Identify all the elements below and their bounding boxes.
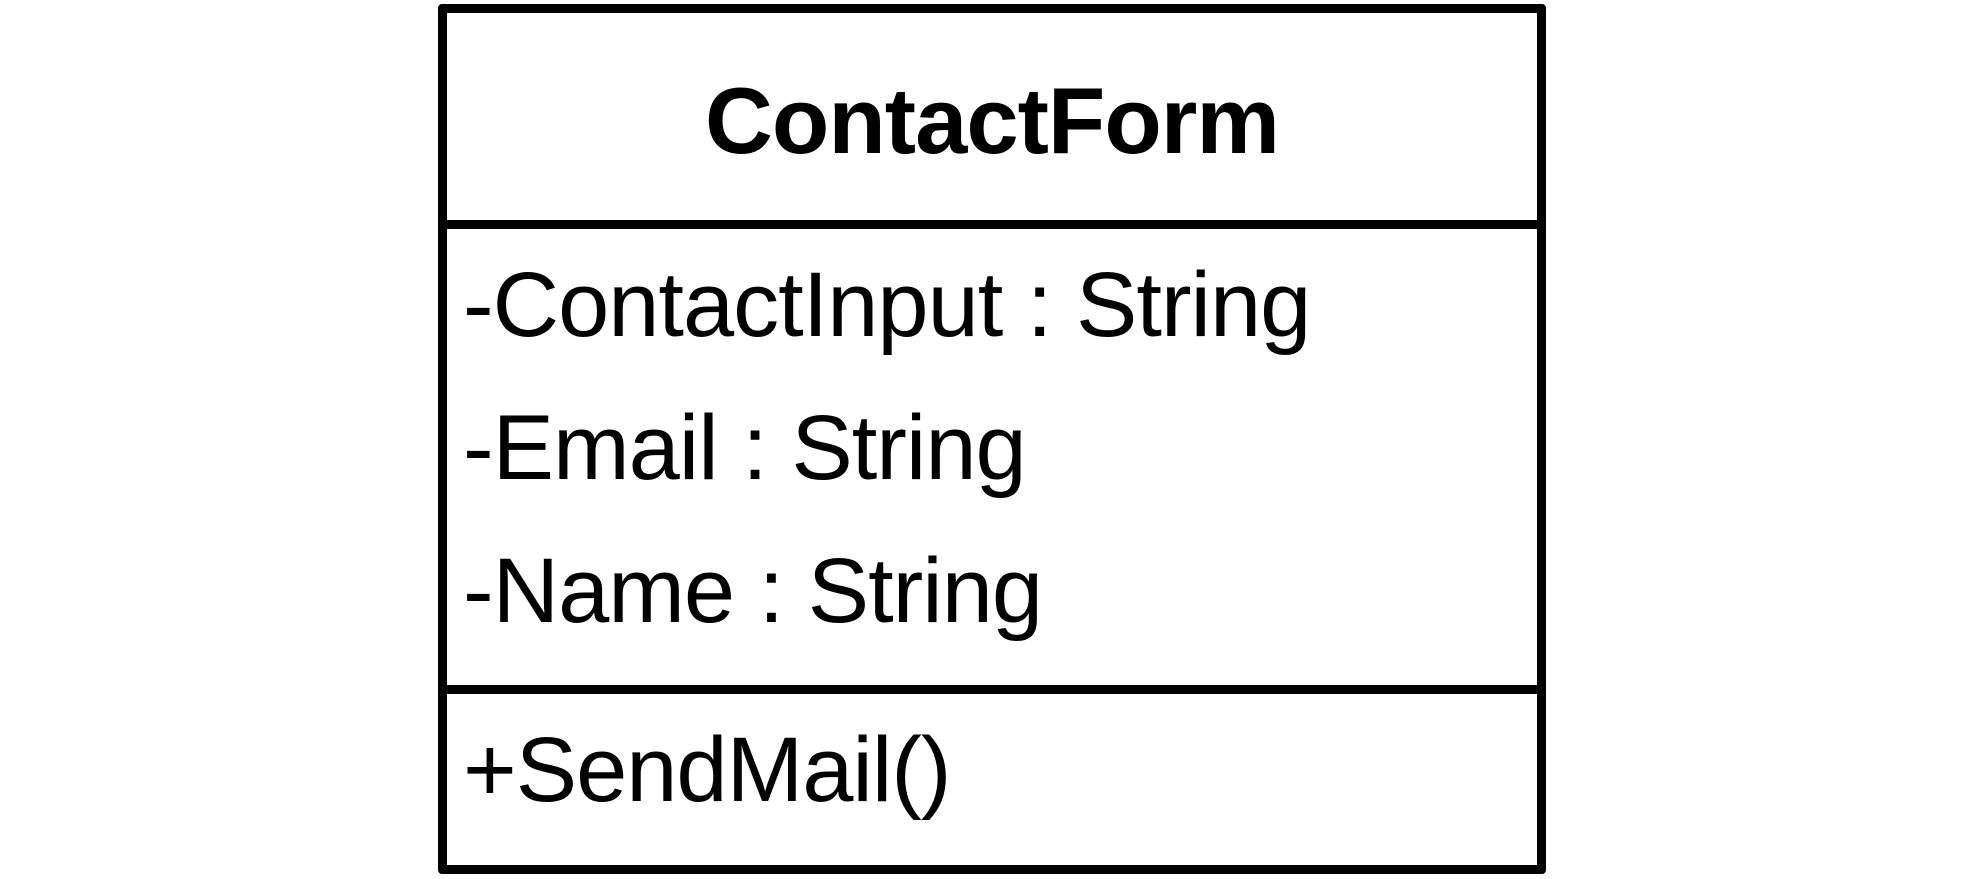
method-send-mail: +SendMail() (463, 719, 952, 821)
attribute-name: -Name : String (463, 540, 1043, 642)
attribute-contact-input: -ContactInput : String (463, 254, 1311, 356)
attributes-compartment: -ContactInput : String -Email : String -… (447, 229, 1537, 694)
uml-class-box: ContactForm -ContactInput : String -Emai… (438, 4, 1546, 874)
class-name: ContactForm (705, 67, 1280, 173)
attribute-email: -Email : String (463, 397, 1027, 499)
methods-compartment: +SendMail() (447, 694, 1537, 865)
class-name-compartment: ContactForm (447, 13, 1537, 229)
